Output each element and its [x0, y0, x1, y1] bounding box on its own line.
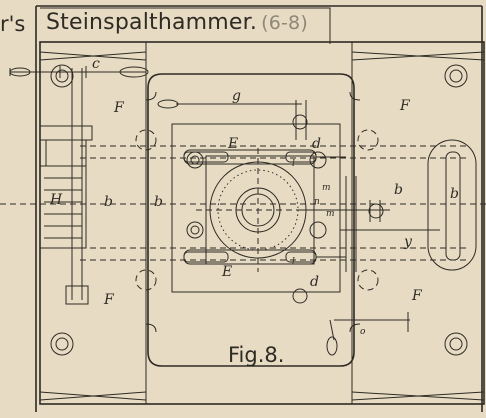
label-g: g [232, 88, 241, 104]
label-b-3: b [394, 182, 403, 198]
label-E-lower: E [221, 264, 232, 280]
header-left-fragment: r's [0, 12, 26, 36]
label-b-1: b [104, 194, 113, 210]
corner-bolts [50, 64, 468, 356]
label-y: y [403, 234, 413, 250]
title-subtitle: (6-8) [261, 12, 308, 34]
upper-piston [183, 149, 346, 165]
label-m-1: m [322, 183, 331, 193]
label-c: c [92, 56, 100, 72]
label-F-bottom-right: F [411, 288, 423, 304]
label-d-lower: d [310, 274, 319, 290]
lower-piston [183, 249, 346, 265]
label-l-lower: l [292, 257, 295, 267]
label-m-2: m [326, 209, 335, 219]
figure-caption: Fig.8. [228, 343, 285, 367]
label-b-2: b [154, 194, 163, 210]
lever-o [326, 312, 410, 356]
label-E-upper: E [227, 136, 238, 152]
header-box [40, 7, 331, 44]
label-F-top-right: F [399, 98, 411, 114]
rail-lines [0, 145, 486, 261]
right-housing [351, 41, 485, 405]
left-column [39, 68, 93, 305]
label-b-4: b [450, 186, 459, 202]
label-l-upper: l [292, 159, 295, 169]
label-o: o [360, 327, 366, 337]
title-text: Steinspalthammer. [46, 10, 258, 35]
left-housing [39, 41, 147, 405]
page-frame [35, 5, 483, 412]
crank-handle [9, 66, 149, 78]
lever-g [157, 99, 307, 140]
right-mechanism [300, 139, 477, 272]
label-n: n [314, 197, 320, 207]
label-d-upper: d [312, 136, 321, 152]
inner-plate [171, 123, 341, 293]
label-F-top-left: F [113, 100, 125, 116]
label-H: H [49, 192, 63, 208]
edge-notches [145, 91, 361, 333]
center-frame [147, 73, 355, 367]
housing-cross-lines [39, 51, 485, 401]
page-title: Steinspalthammer.(6-8) [46, 10, 308, 35]
label-F-bottom-left: F [103, 292, 115, 308]
